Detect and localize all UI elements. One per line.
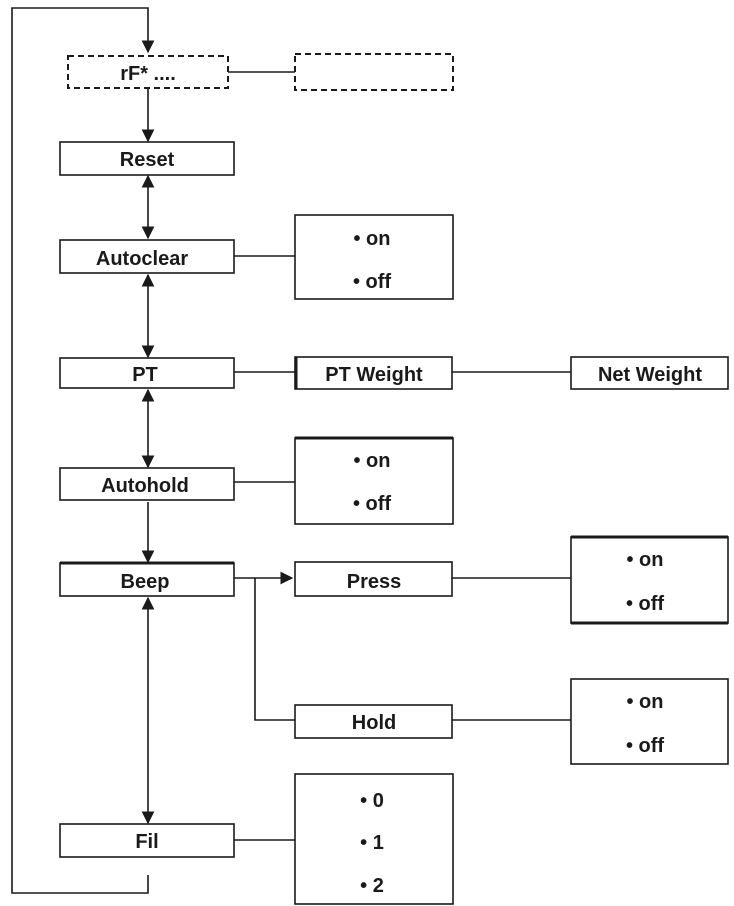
fil-option-0: • 0 (360, 790, 384, 812)
node-fil-label: Fil (135, 831, 158, 853)
press-option-off: • off (626, 593, 664, 615)
hold-option-on: • on (627, 691, 664, 713)
autohold-option-off: • off (353, 493, 391, 515)
node-hold-options: • on • off (570, 678, 729, 765)
node-beep: Beep (59, 561, 235, 597)
node-press: Press (294, 561, 453, 597)
link-beep-hold (254, 578, 295, 721)
node-autohold-options: • on • off (294, 436, 454, 525)
node-net-weight-label: Net Weight (598, 364, 702, 386)
node-autohold: Autohold (59, 467, 235, 501)
node-reset: Reset (59, 141, 235, 176)
node-autoclear-options: • on • off (294, 214, 454, 300)
node-hold-label: Hold (352, 712, 396, 734)
node-beep-label: Beep (121, 571, 170, 593)
fil-option-2: • 2 (360, 875, 384, 897)
node-pt-weight: PT Weight (294, 356, 453, 390)
node-rf: rF* .... (67, 55, 229, 89)
hold-option-off: • off (626, 735, 664, 757)
press-option-on: • on (627, 549, 664, 571)
node-hold: Hold (294, 704, 453, 739)
autoclear-option-on: • on (354, 228, 391, 250)
node-autoclear-label: Autoclear (96, 248, 188, 270)
node-press-label: Press (347, 571, 402, 593)
node-autoclear: Autoclear (59, 239, 235, 274)
node-rf-option (294, 53, 454, 91)
node-pt: PT (59, 357, 235, 389)
node-pt-weight-label: PT Weight (325, 364, 423, 386)
node-autohold-label: Autohold (101, 475, 189, 497)
node-pt-label: PT (132, 364, 158, 386)
node-fil: Fil (59, 823, 235, 858)
fil-option-1: • 1 (360, 832, 384, 854)
node-reset-label: Reset (120, 149, 175, 171)
node-rf-label: rF* .... (120, 63, 176, 85)
loop-connector (11, 7, 155, 894)
node-fil-options: • 0 • 1 • 2 (294, 773, 454, 905)
autohold-option-on: • on (354, 450, 391, 472)
node-press-options: • on • off (570, 535, 729, 625)
node-net-weight: Net Weight (570, 356, 729, 390)
autoclear-option-off: • off (353, 271, 391, 293)
